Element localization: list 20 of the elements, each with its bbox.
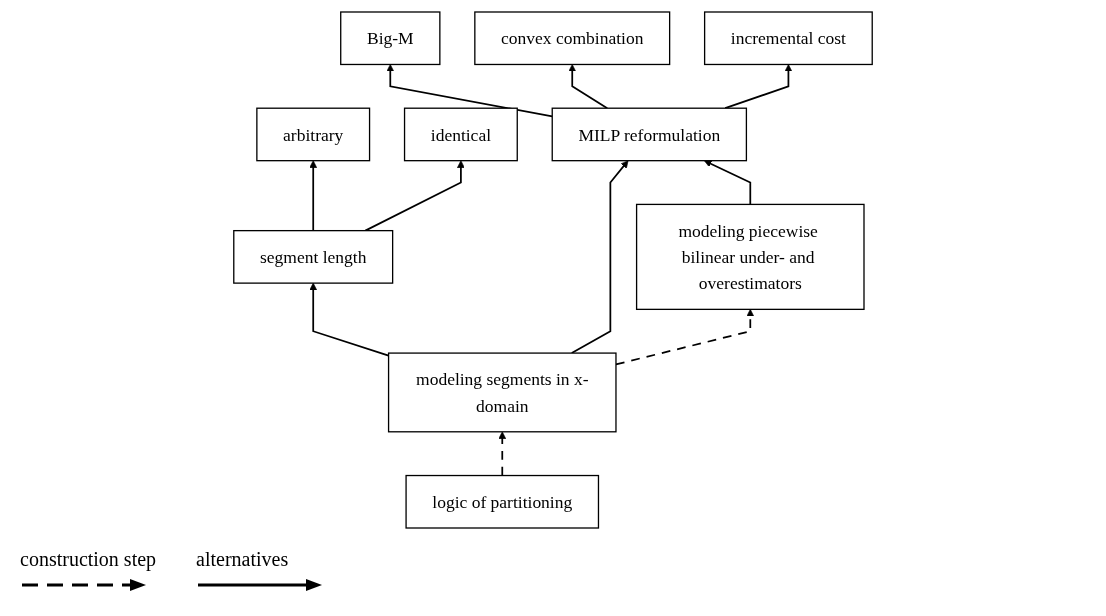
node-box: identical [403, 107, 518, 162]
arrow [364, 160, 465, 232]
node-box: arbitrary [256, 107, 371, 162]
node-box: logic of partitioning [405, 474, 600, 529]
node-box: modeling segments in x-domain [387, 352, 617, 433]
node-box: Big-M [340, 11, 441, 66]
node-box: segment length [233, 230, 394, 284]
arrow [568, 64, 609, 110]
arrow [724, 64, 793, 110]
arrow [498, 431, 507, 477]
arrow [309, 160, 318, 232]
legend-label: construction step [20, 548, 157, 571]
node-box: MILP reformulation [551, 107, 748, 162]
arrow [570, 160, 629, 354]
node-box: modeling piecewise bilinear under- and overestimators [635, 203, 865, 310]
arrow [704, 160, 752, 206]
legend-label: alternatives [196, 548, 290, 571]
node-box: convex combination [474, 11, 671, 66]
node-box: incremental cost [703, 11, 873, 66]
arrow [615, 309, 755, 366]
